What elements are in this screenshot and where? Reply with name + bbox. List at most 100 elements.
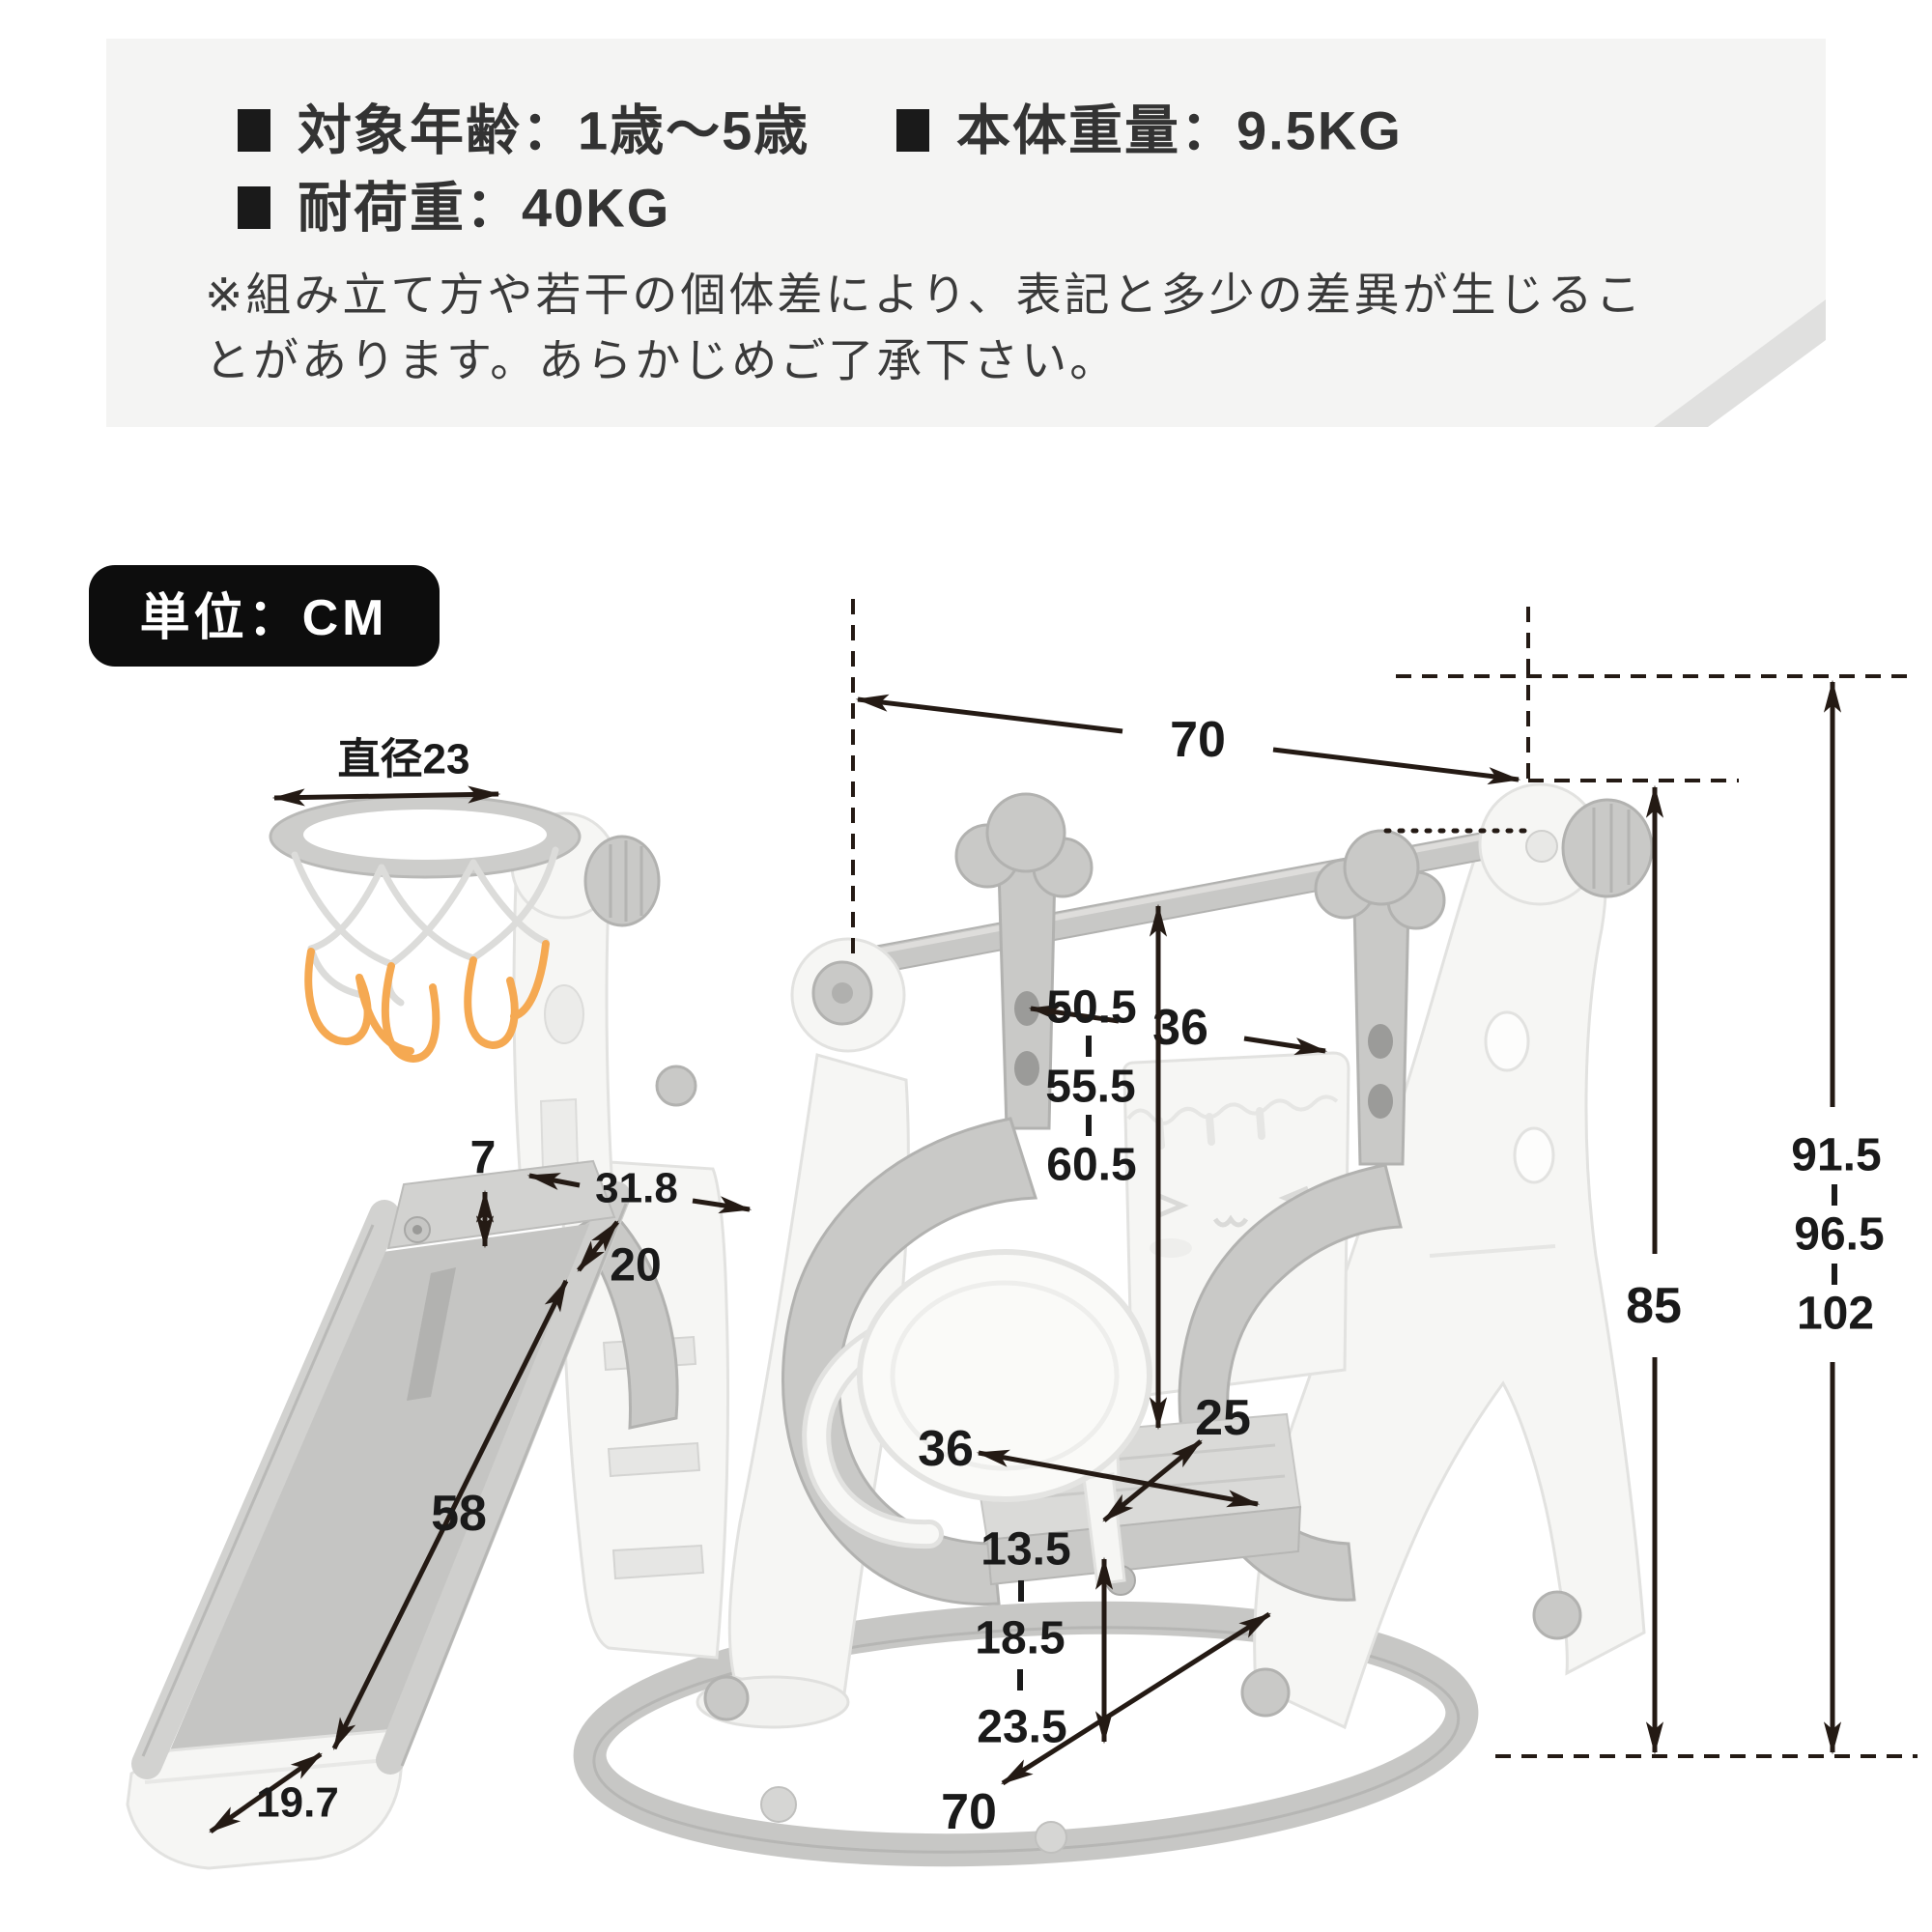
swing-frame-right: [1240, 808, 1646, 1730]
dim-frame-top-width: 70: [851, 599, 1530, 954]
dim-label-height-max: 102: [1797, 1289, 1874, 1340]
base-foot-cap: [760, 1786, 797, 1823]
basketball-hoop: [269, 794, 582, 1064]
cloud-lobe: [985, 792, 1066, 873]
spec-item-weight: 本体重量：9.5KG: [956, 100, 1403, 161]
dim-line: [692, 1196, 753, 1214]
dim-label-frame-height: 85: [1626, 1278, 1682, 1334]
swing-arm-left: [781, 1117, 1038, 1606]
dim-rail-height: 7: [470, 1133, 497, 1249]
bolt-center: [832, 982, 853, 1004]
dim-label-seat-height-mid: 18.5: [975, 1613, 1065, 1664]
dim-hoop-diameter: 直径23: [271, 736, 501, 807]
dim-line: [1272, 747, 1521, 785]
swing-hanger-right: [1314, 829, 1446, 1166]
cloud-lobe: [1343, 829, 1420, 906]
dim-slide-width: 20: [577, 1220, 662, 1292]
dim-label-seat-depth: 25: [1195, 1390, 1251, 1446]
swing-seat: [802, 1249, 1302, 1596]
dim-label-bar-seat-min: 50.5: [1046, 982, 1136, 1034]
ladder-step-slot: [607, 1441, 701, 1478]
dim-line: [209, 1751, 323, 1834]
dim-slide-end-width: 19.7: [209, 1751, 339, 1834]
slide-surface: [170, 1221, 611, 1750]
dim-line: [331, 1278, 569, 1751]
dim-deck-width: 31.8: [526, 1165, 753, 1214]
adjust-hole: [1368, 1084, 1393, 1119]
dim-label-base-length: 70: [941, 1784, 997, 1840]
rail-bolt-center: [412, 1225, 422, 1235]
frame-seam: [1429, 1244, 1556, 1258]
dim-label-rail-height: 7: [470, 1133, 497, 1184]
note-line-2: とがあります。あらかじめご了承下さい。: [205, 335, 1118, 386]
dim-label-height-min: 91.5: [1791, 1130, 1881, 1181]
dim-label-slide-length: 58: [431, 1486, 487, 1542]
swing-hanger-left: [954, 792, 1094, 1130]
dim-label-seat-height-max: 23.5: [977, 1702, 1066, 1753]
frame-hole: [1484, 1010, 1530, 1072]
spec-panel: 対象年齢：1歳〜5歳 本体重量：9.5KG 耐荷重：40KG ※組み立て方や若干…: [106, 39, 1826, 427]
dim-label-hanger-gap: 36: [1152, 1000, 1208, 1056]
hoop-post: [510, 811, 661, 1221]
dim-line: [1028, 1004, 1120, 1024]
bullet-icon: [896, 109, 929, 152]
dim-line: [1102, 1439, 1203, 1522]
dim-label-seat-height-min: 13.5: [980, 1524, 1070, 1576]
dim-label-slide-width: 20: [610, 1240, 661, 1292]
dim-line: [855, 694, 1123, 734]
bolt-center: [1525, 830, 1558, 863]
dim-line: [271, 785, 501, 807]
dim-label-top-width: 70: [1170, 712, 1226, 768]
panel-fold-flap: [1654, 299, 1826, 427]
dim-line: [577, 1220, 619, 1272]
dim-seat-depth: 25: [1102, 1390, 1251, 1522]
dim-frame-height: 85: [1495, 779, 1918, 1758]
post-hole: [544, 984, 584, 1044]
knob-ribs: [1592, 804, 1631, 893]
dim-label-bar-seat-max: 60.5: [1046, 1140, 1136, 1191]
bullet-icon: [238, 109, 270, 152]
unit-badge-bg: [89, 565, 440, 667]
dim-label-height-mid: 96.5: [1794, 1209, 1884, 1261]
frame-hole: [1513, 1126, 1555, 1184]
knob-ribs: [609, 840, 643, 922]
hoop-rim-hole: [303, 810, 547, 860]
bullet-icon: [238, 186, 270, 229]
dim-label-slide-end-width: 19.7: [256, 1779, 339, 1827]
dim-label-hoop-diameter: 直径23: [338, 736, 470, 783]
hoop-net-orange: [304, 940, 550, 1064]
crossbar-right-knob: [1561, 798, 1654, 898]
spec-panel-bg: [106, 39, 1826, 427]
frame-foot-knob: [1532, 1590, 1582, 1640]
hoop-net-white: [291, 846, 559, 1007]
cat-mouth: [1212, 1214, 1249, 1228]
frame-bolt: [655, 1065, 697, 1107]
post-slot: [539, 1097, 580, 1171]
frame-foot-knob: [1240, 1667, 1291, 1718]
spec-item-load: 耐荷重：40KG: [298, 178, 670, 239]
dim-line: [526, 1173, 581, 1190]
dim-bar-to-seat: 50.5 55.5 60.5: [1045, 903, 1168, 1431]
frame-foot-knob: [703, 1675, 750, 1721]
dim-line: [1001, 1611, 1271, 1786]
note-line-1: ※組み立て方や若干の個体差により、表記と多少の差異が生じるこ: [205, 270, 1644, 321]
unit-badge-label: 単位：CM: [140, 590, 388, 646]
unit-badge: 単位：CM: [89, 565, 440, 667]
dim-label-seat-width: 36: [918, 1421, 974, 1477]
spec-item-age: 対象年齢：1歳〜5歳: [298, 100, 810, 161]
hoop-knob: [583, 835, 661, 927]
dim-slide-length: 58: [331, 1278, 569, 1751]
dim-base-length: 70: [941, 1611, 1271, 1840]
dim-label-bar-seat-mid: 55.5: [1045, 1062, 1135, 1113]
dim-label-deck-width: 31.8: [595, 1165, 678, 1212]
ladder-step-slot: [611, 1544, 705, 1580]
tbar-tray: [857, 1249, 1152, 1502]
crossbar-highlight: [839, 820, 1558, 961]
adjust-hole: [1368, 1024, 1393, 1059]
dimension-annotations: 直径23 70 36 50.5 55.5 60.5: [209, 599, 1918, 1840]
adjust-hole: [1014, 1051, 1039, 1086]
dim-line: [1243, 1036, 1328, 1056]
base-foot-cap: [1035, 1821, 1067, 1854]
